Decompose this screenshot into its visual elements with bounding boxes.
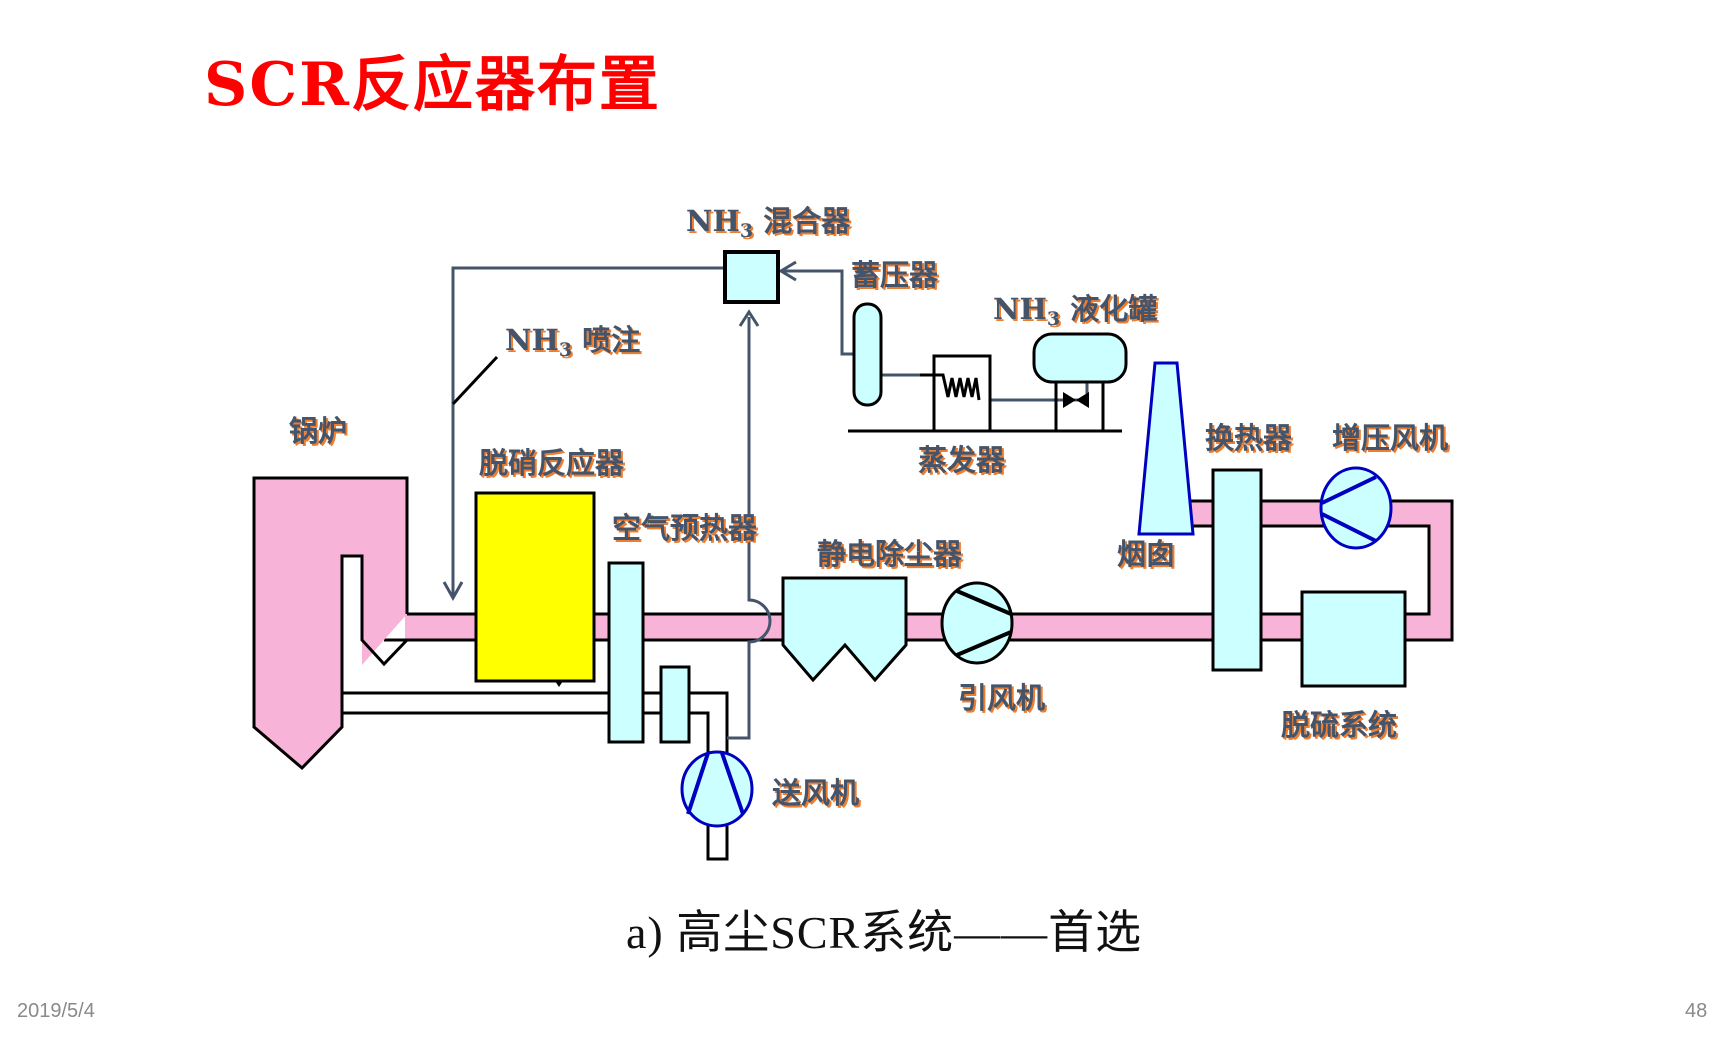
svg-text:蒸发器: 蒸发器 — [920, 445, 1008, 479]
id-fan-body — [940, 581, 1014, 665]
nh3-mixer — [723, 250, 780, 304]
label-fgd-system: 脱硫系统 脱硫系统 — [1281, 708, 1399, 744]
footer-date: 2019/5/4 — [17, 1000, 95, 1022]
svg-text:增压风机: 增压风机 — [1332, 421, 1448, 455]
label-boiler: 锅炉 锅炉 — [289, 414, 349, 450]
svg-text:送风机: 送风机 — [774, 778, 861, 812]
chimney — [1137, 361, 1195, 536]
svg-text:送风机: 送风机 — [772, 776, 859, 810]
nh3-tank — [848, 332, 1128, 433]
evaporator — [920, 354, 992, 433]
svg-text:静电除尘器: 静电除尘器 — [817, 537, 963, 571]
fd-fan-blades-icon — [686, 752, 745, 815]
label-scr-reactor: 脱硝反应器 脱硝反应器 — [479, 446, 627, 482]
id-fan-blades-icon — [956, 589, 1012, 657]
air-preheater-secondary — [659, 665, 691, 744]
svg-text:脱硫系统: 脱硫系统 — [1281, 708, 1397, 742]
reactor-hopper — [555, 681, 563, 687]
svg-text:NH3 喷注: NH3 喷注 — [507, 325, 642, 363]
nh3-tank-body — [1032, 332, 1128, 384]
label-id-fan: 引风机 引风机 — [958, 681, 1047, 717]
label-chimney: 烟囱 烟囱 — [1117, 537, 1177, 573]
slide-title: SCR反应器布置 — [204, 50, 661, 120]
label-fd-fan: 送风机 送风机 — [772, 776, 861, 812]
air-pipes — [342, 691, 729, 861]
label-evaporator: 蒸发器 蒸发器 — [918, 443, 1008, 479]
nh3-injection-line — [451, 266, 723, 597]
dilution-arrow-head-icon — [738, 309, 760, 327]
dilution-air-line — [727, 317, 772, 740]
svg-text:增压风机: 增压风机 — [1334, 423, 1450, 457]
svg-text:烟囱: 烟囱 — [1119, 539, 1177, 573]
svg-text:蓄压器: 蓄压器 — [851, 258, 939, 292]
fd-fan-outlet-pipe-inner — [689, 711, 710, 760]
fd-fan — [680, 750, 754, 828]
return-loop-duct — [1261, 501, 1452, 640]
evaporator-coil-icon — [920, 373, 981, 401]
booster-fan — [1319, 466, 1393, 550]
svg-text:引风机: 引风机 — [958, 681, 1045, 715]
electrostatic-precipitator — [781, 576, 908, 683]
fgd-inlet-duct — [1261, 614, 1303, 640]
svg-text:脱硝反应器: 脱硝反应器 — [479, 446, 625, 480]
label-nh3-injection: NH3 喷注 NH3 喷注 — [505, 323, 642, 363]
page-number: 48 — [1685, 1000, 1708, 1022]
label-esp: 静电除尘器 静电除尘器 — [817, 537, 965, 573]
heat-exchanger — [1211, 468, 1263, 672]
fd-fan-inlet-pipe — [706, 820, 729, 861]
boiler-outline — [252, 476, 409, 771]
svg-text:蒸发器: 蒸发器 — [918, 443, 1006, 477]
svg-text:锅炉: 锅炉 — [289, 414, 347, 448]
svg-text:脱硫系统: 脱硫系统 — [1283, 710, 1399, 744]
figure-caption: a) 高尘SCR系统——首选 — [626, 907, 1143, 958]
svg-text:NH3 液化罐: NH3 液化罐 — [993, 292, 1157, 330]
svg-text:静电除尘器: 静电除尘器 — [819, 539, 965, 573]
boiler — [254, 478, 407, 768]
accumulator-arrow-head-icon — [778, 260, 797, 282]
fd-fan-body — [680, 750, 754, 828]
air-preheater — [607, 561, 645, 744]
svg-text:换热器: 换热器 — [1207, 423, 1295, 457]
valve-icon — [1063, 392, 1089, 408]
svg-text:NH3 混合器: NH3 混合器 — [688, 206, 853, 244]
fgd-system — [1300, 590, 1407, 688]
label-nh3-tank: NH3 液化罐 NH3 液化罐 — [993, 292, 1159, 332]
label-accumulator: 蓄压器 蓄压器 — [851, 258, 941, 294]
scr-reactor — [474, 491, 596, 683]
label-heat-exchanger: 换热器 换热器 — [1205, 421, 1295, 457]
svg-text:NH3 混合器: NH3 混合器 — [686, 204, 851, 242]
svg-text:烟囱: 烟囱 — [1117, 537, 1175, 571]
svg-text:换热器: 换热器 — [1205, 421, 1293, 455]
label-air-preheater: 空气预热器 空气预热器 — [612, 511, 760, 547]
svg-text:锅炉: 锅炉 — [291, 416, 349, 450]
label-nh3-mixer: NH3 混合器 NH3 混合器 — [686, 204, 853, 244]
svg-text:NH3 喷注: NH3 喷注 — [505, 323, 640, 361]
svg-text:NH3 液化罐: NH3 液化罐 — [995, 294, 1159, 332]
svg-text:脱硝反应器: 脱硝反应器 — [481, 448, 627, 482]
nh3-injection-leader — [451, 355, 499, 406]
svg-text:空气预热器: 空气预热器 — [614, 513, 760, 547]
svg-text:蓄压器: 蓄压器 — [853, 260, 941, 294]
label-booster-fan: 增压风机 增压风机 — [1332, 421, 1450, 457]
id-fan — [940, 581, 1014, 665]
svg-text:空气预热器: 空气预热器 — [612, 511, 758, 545]
injection-arrow-head-icon — [442, 581, 464, 602]
svg-text:引风机: 引风机 — [960, 683, 1047, 717]
accumulator — [852, 302, 883, 407]
booster-fan-body — [1319, 466, 1393, 550]
booster-fan-blades-icon — [1321, 475, 1377, 543]
